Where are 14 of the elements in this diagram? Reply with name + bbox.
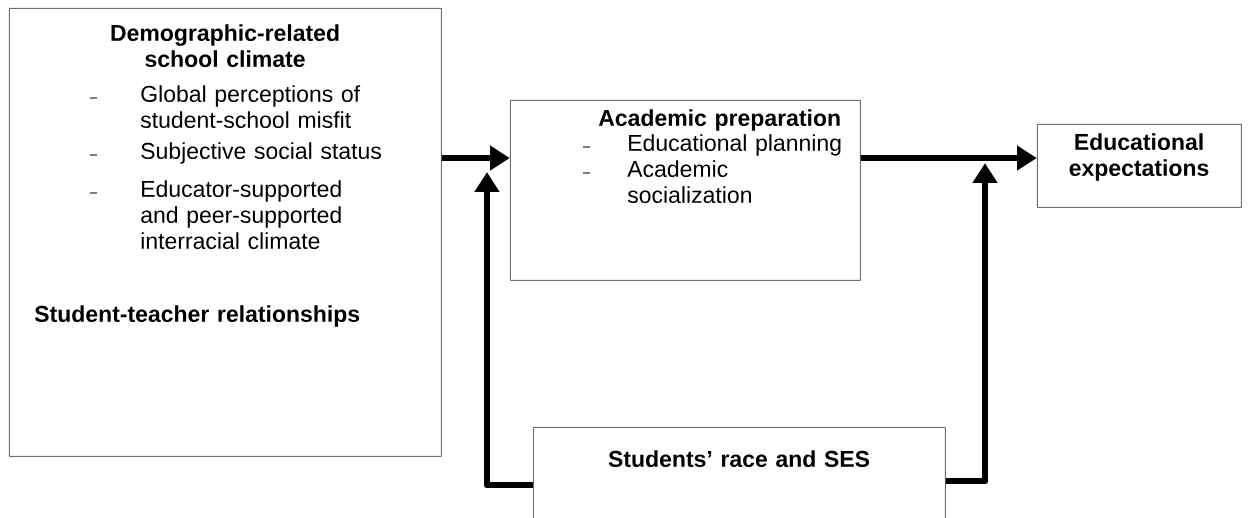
heading: Academic preparation <box>598 109 840 131</box>
heading: Student-teacher relationships <box>34 305 360 327</box>
factor-box <box>9 8 442 457</box>
list-item: Subjective social status <box>141 142 381 164</box>
list-item: Educational planning <box>629 134 841 156</box>
factor-box <box>533 427 946 518</box>
heading: Educational expectations <box>1069 133 1209 181</box>
heading: Demographic-related school climate <box>111 24 339 68</box>
list-item: Educator-supported and peer-supported interracial climate <box>141 180 341 250</box>
list-item: Academic socialization <box>627 160 751 204</box>
factor-box <box>1037 124 1242 208</box>
list-item: Global perceptions of student-school misfit <box>140 85 361 129</box>
factor-box <box>510 100 861 281</box>
heading: Students’ race and SES <box>608 450 870 468</box>
